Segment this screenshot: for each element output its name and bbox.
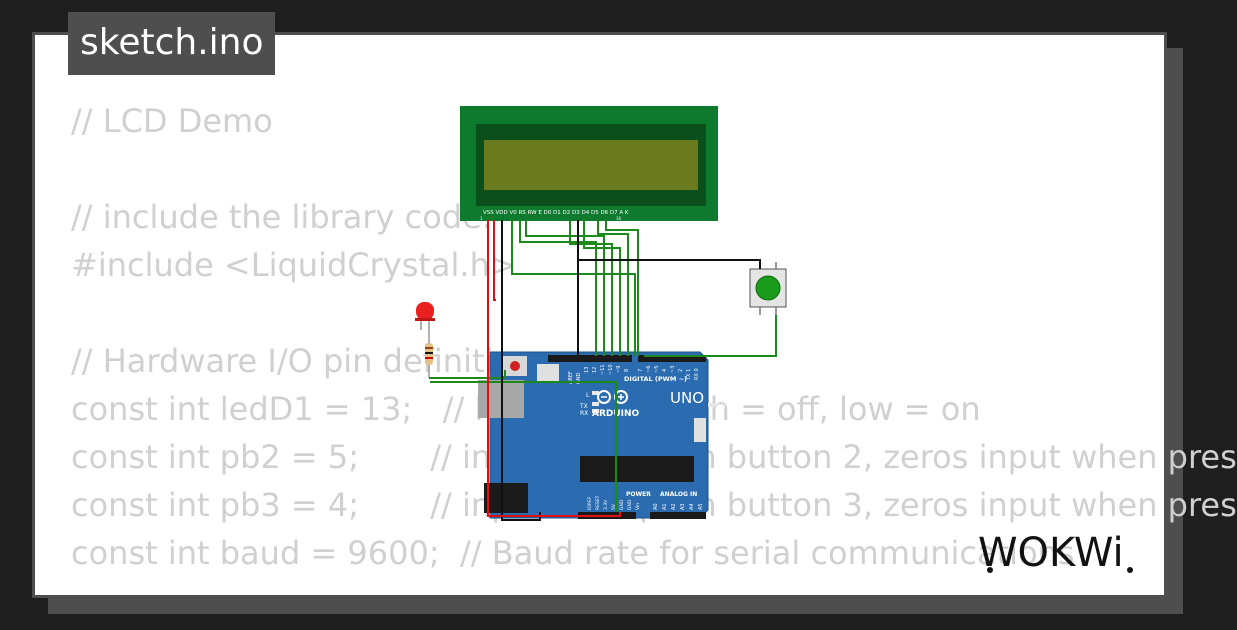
svg-text:5V: 5V <box>611 503 617 510</box>
svg-text:2: 2 <box>678 369 684 372</box>
red-led[interactable] <box>415 302 435 340</box>
svg-text:A0: A0 <box>653 503 659 510</box>
svg-text:A1: A1 <box>662 503 668 510</box>
analog-label: ANALOG IN <box>660 491 697 498</box>
code-line: // Hardware I/O pin definitions <box>71 342 550 380</box>
svg-text:A5: A5 <box>698 503 704 510</box>
svg-text:GND: GND <box>619 499 625 510</box>
led-l-label: L <box>586 392 590 399</box>
icsp-header-2 <box>694 418 706 442</box>
svg-text:A3: A3 <box>680 503 686 510</box>
arduino-uno-board[interactable]: AREF GND 13 12 ~11 ~10 ~9 8 7 ~6 ~5 4 ~3… <box>478 351 725 519</box>
svg-text:~10: ~10 <box>608 364 614 375</box>
digital-header-high <box>548 355 632 362</box>
atmega-chip <box>580 456 694 482</box>
svg-text:~9: ~9 <box>616 366 622 373</box>
code-line: const int pb2 = 5; // input from push bu… <box>71 438 1237 476</box>
digital-header-low <box>638 355 706 362</box>
svg-text:TX 1: TX 1 <box>686 369 692 381</box>
code-line: const int baud = 9600; // Baud rate for … <box>71 534 1075 572</box>
lcd-pin-number-first: 1 <box>480 216 483 221</box>
icsp-header <box>537 364 559 382</box>
code-line: #include <LiquidCrystal.h> <box>71 246 517 284</box>
svg-text:GND: GND <box>627 499 633 510</box>
code-line: // LCD Demo <box>71 102 273 140</box>
svg-text:7: 7 <box>638 369 644 372</box>
svg-text:~6: ~6 <box>646 366 652 373</box>
svg-text:12: 12 <box>592 367 598 373</box>
analog-header <box>650 512 706 519</box>
code-background: // LCD Demo // include the library code:… <box>71 97 1237 577</box>
svg-text:3.3V: 3.3V <box>603 499 609 510</box>
svg-text:~3: ~3 <box>670 366 676 373</box>
digital-header-label: DIGITAL (PWM ~) <box>624 375 687 383</box>
resistor[interactable] <box>425 340 433 378</box>
code-line: // include the library code: <box>71 198 493 236</box>
on-label: ON <box>716 403 725 410</box>
code-line: const int pb3 = 4; // input from push bu… <box>71 486 1237 524</box>
gnd-label: GND <box>576 372 582 384</box>
svg-text:8: 8 <box>624 369 630 372</box>
svg-text:A2: A2 <box>671 503 677 510</box>
svg-text:RESET: RESET <box>595 495 601 510</box>
file-title-tab: sketch.ino <box>68 12 276 75</box>
svg-text:Vin: Vin <box>635 503 641 510</box>
svg-text:13: 13 <box>584 367 590 373</box>
svg-text:~5: ~5 <box>654 366 660 373</box>
power-label: POWER <box>626 491 651 498</box>
arduino-model: UNO <box>670 389 704 407</box>
tx-label: TX <box>579 403 588 410</box>
wokwi-logo-text: WOKWi <box>978 530 1124 576</box>
lcd-pin-number-last: 16 <box>616 216 622 221</box>
svg-text:IOREF: IOREF <box>587 496 593 510</box>
circuit-diagram: VSS VDD V0 RS RW E D0 D1 D2 D3 D4 D5 D6 … <box>415 106 787 521</box>
svg-text:RX 0: RX 0 <box>694 368 700 380</box>
svg-text:~11: ~11 <box>600 364 606 375</box>
aref-label: AREF <box>568 371 574 384</box>
svg-text:4: 4 <box>662 369 668 372</box>
svg-text:A4: A4 <box>689 503 695 510</box>
wires <box>429 220 777 521</box>
lcd-module[interactable]: VSS VDD V0 RS RW E D0 D1 D2 D3 D4 D5 D6 … <box>460 106 718 221</box>
wokwi-logo: WOKWi <box>978 530 1133 576</box>
power-jack <box>484 483 528 513</box>
rx-label: RX <box>580 410 588 417</box>
push-button[interactable] <box>749 262 787 315</box>
lcd-pin-labels: VSS VDD V0 RS RW E D0 D1 D2 D3 D4 D5 D6 … <box>483 210 629 216</box>
